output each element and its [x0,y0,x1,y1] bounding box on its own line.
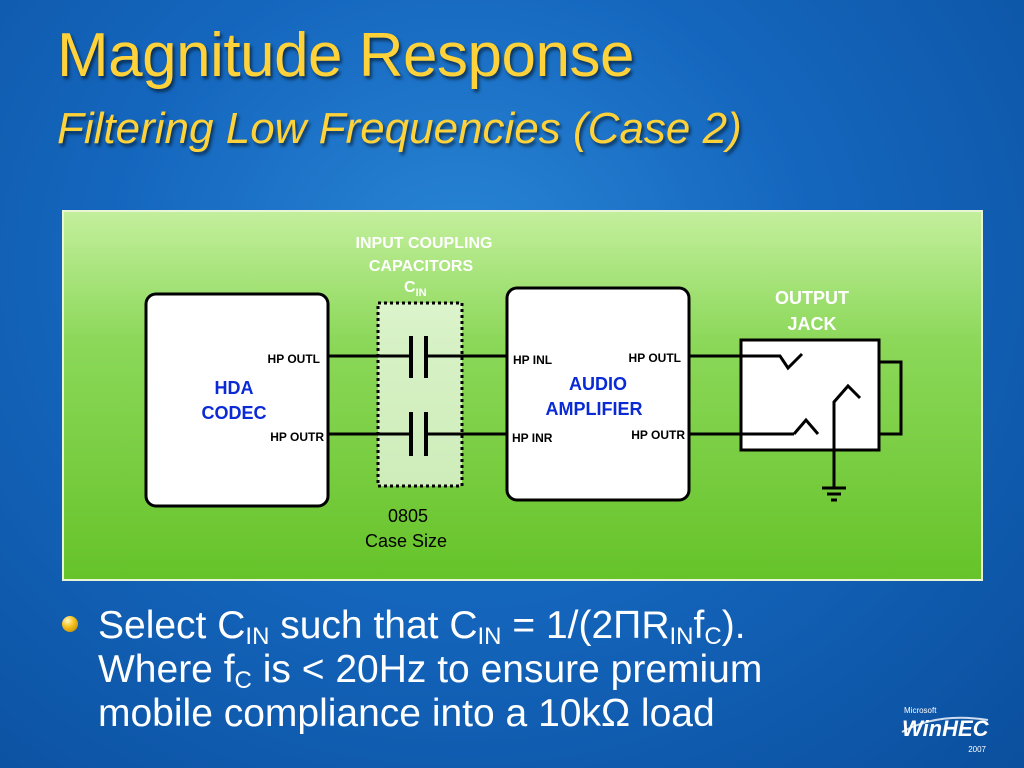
sub-c-2: C [234,667,252,694]
cap-label-line1: INPUT COUPLING [356,235,493,252]
codec-label-line1: HDA [215,378,254,398]
sub-in-3: IN [669,623,694,650]
bullet-line-3: mobile compliance into a 10kΩ load [98,692,715,735]
sub-c-1: C [704,623,722,650]
case-size-line2: Case Size [365,531,447,551]
bullet-line-1: Select CIN such that CIN = 1/(2ΠRINfC). [98,604,746,650]
jack-contact-left [759,352,804,371]
jack-side-bracket [879,360,903,436]
amp-label-line2: AMPLIFIER [546,399,643,419]
bullet-icon [62,616,78,632]
cap-symbol: CIN [404,279,427,299]
codec-block [144,292,330,508]
logo-brand: WinHEC [902,716,989,741]
circuit-diagram: HDA CODEC HP OUTL HP OUTR INPUT COUPLING… [144,235,903,551]
codec-out-right-label: HP OUTR [270,430,324,444]
logo-year: 2007 [968,745,986,754]
codec-label-line2: CODEC [201,403,266,423]
cap-symbol-sub: IN [416,287,427,299]
winhec-logo: Microsoft WinHEC 2007 [898,706,994,754]
bullet-line-2: Where fC is < 20Hz to ensure premium [98,648,763,694]
logo-microsoft: Microsoft [904,706,937,715]
sub-in-2: IN [477,623,502,650]
slide-title: Magnitude Response [57,21,634,90]
cap-label-line2: CAPACITORS [369,258,474,275]
amp-out-left-label: HP OUTL [629,351,681,365]
amplifier-block [505,286,691,502]
winhec-swoosh-icon [901,716,989,733]
amp-label-line1: AUDIO [569,374,627,394]
codec-out-left-label: HP OUTL [268,352,320,366]
jack-label-line1: OUTPUT [775,288,849,308]
circuit-diagram-panel: HDA CODEC HP OUTL HP OUTR INPUT COUPLING… [62,210,983,581]
cap-package-outline [376,301,464,488]
slide-subtitle: Filtering Low Frequencies (Case 2) [57,104,742,153]
bullet-text: Select CIN such that CIN = 1/(2ΠRINfC). … [98,604,958,736]
case-size-line1: 0805 [388,506,428,526]
pi-symbol: Π [613,604,642,647]
amp-in-left-label: HP INL [513,353,552,367]
jack-label-line2: JACK [787,314,836,334]
amp-in-right-label: HP INR [512,431,553,445]
jack-contact-right [792,417,820,435]
sub-in-1: IN [245,623,270,650]
amp-out-right-label: HP OUTR [631,428,685,442]
jack-sleeve-contact [832,383,862,450]
